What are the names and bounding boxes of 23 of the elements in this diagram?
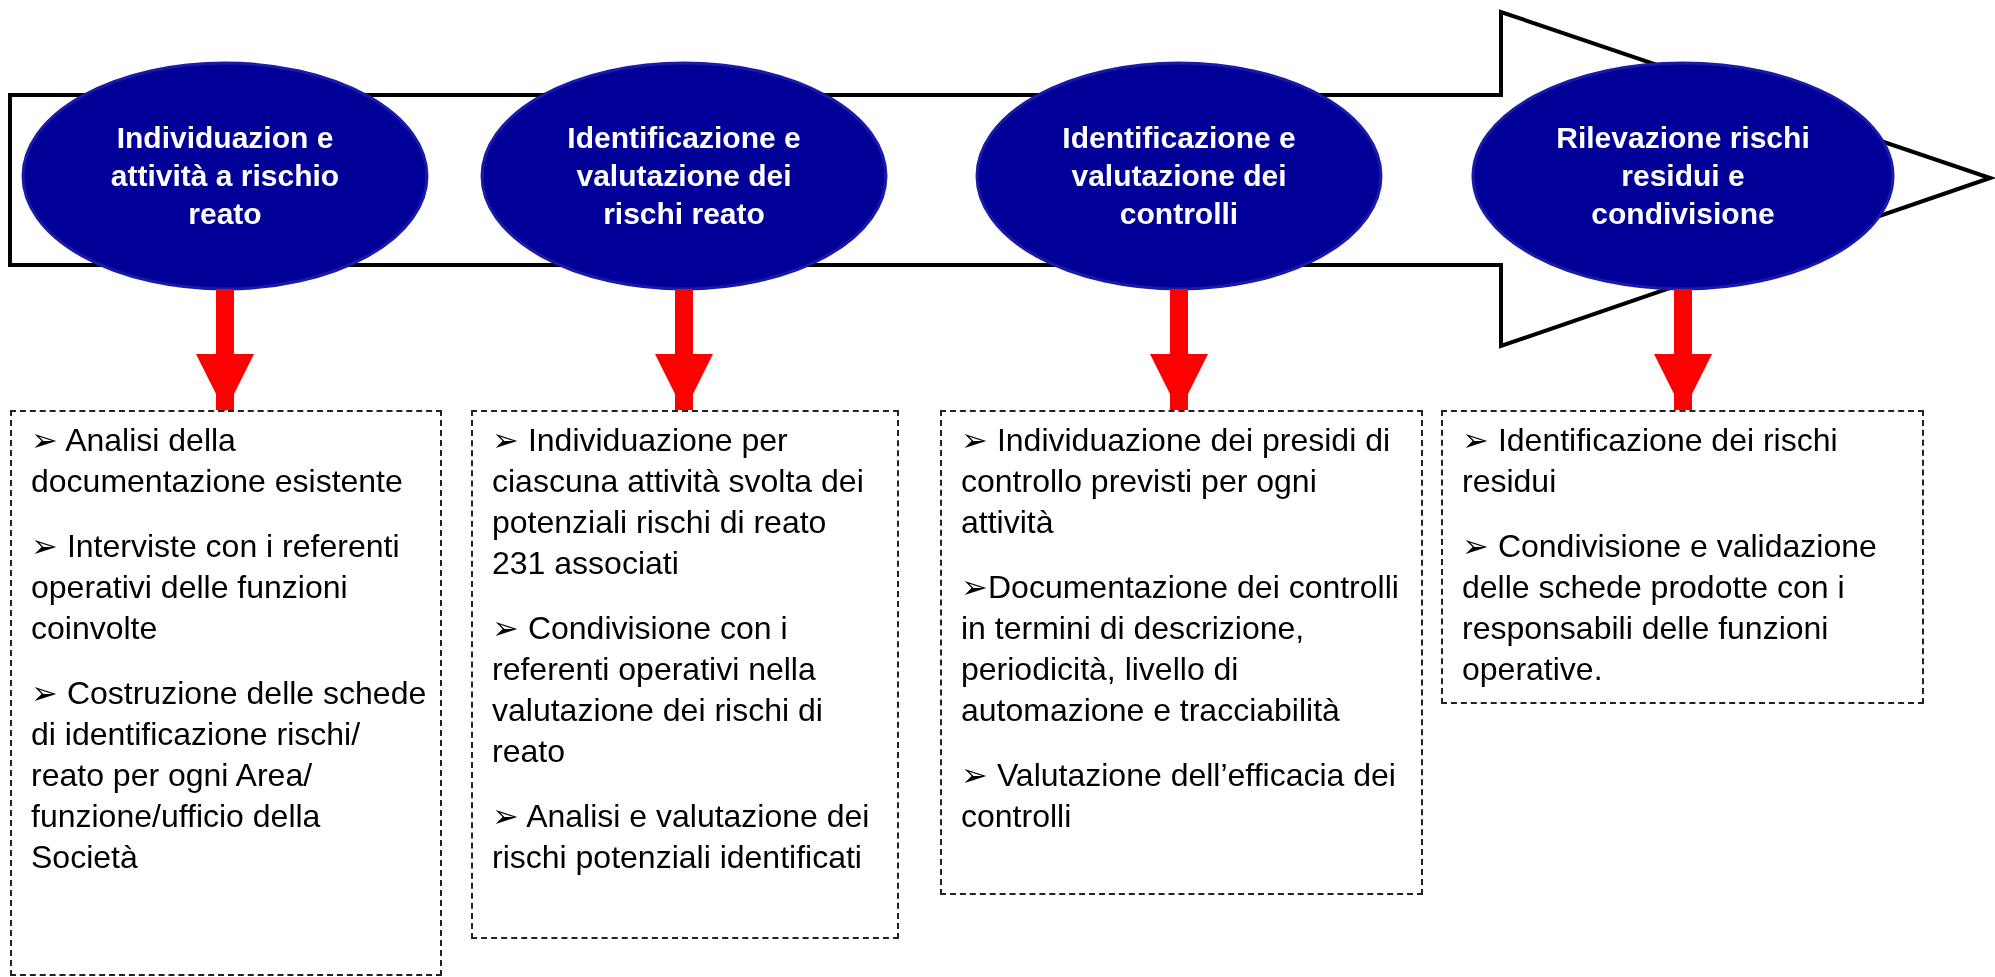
down-arrow	[1150, 289, 1208, 412]
activity-list-box	[10, 410, 442, 976]
down-arrow	[196, 289, 254, 412]
bullet-item: ➢ Condivisione e validazione delle schede prodotte con i responsabili delle funzioni operative.	[1462, 527, 1878, 689]
down-arrow	[1654, 289, 1712, 412]
bullet-item: ➢ Analisi della documentazione esistente	[31, 421, 404, 501]
bullet-item: ➢ Analisi e valutazione dei rischi potenziali identificati	[492, 797, 871, 877]
step-title: Identificazione e valutazione dei controlli	[1061, 120, 1297, 232]
bullet-item: ➢ Interviste con i referenti operativi delle funzioni coinvolte	[31, 527, 401, 648]
activity-list-box	[1441, 410, 1924, 704]
bullet-item: ➢ Individuazione per ciascuna attività svolta dei potenziali rischi di reato 231 associati	[492, 421, 865, 583]
activity-list-box	[940, 410, 1423, 895]
step-title: Identificazione e valutazione dei rischi reato	[566, 120, 802, 232]
bullet-item: ➢Documentazione dei controlli in termini di descrizione, periodicità, livello di automazione e tracciabilità	[961, 568, 1400, 730]
step-title: Individuazion e attività a rischio reato	[109, 120, 341, 232]
bullet-item: ➢ Identificazione dei rischi residui	[1462, 421, 1839, 501]
activity-list-box	[471, 410, 899, 939]
down-arrow	[655, 289, 713, 412]
bullet-item: ➢ Valutazione dell’efficacia dei controlli	[961, 756, 1397, 836]
bullet-item: ➢ Individuazione dei presidi di controllo previsti per ogni attività	[961, 421, 1392, 542]
bullet-item: ➢ Condivisione con i referenti operativi nella valutazione dei rischi di reato	[492, 609, 824, 771]
bullet-item: ➢ Costruzione delle schede di identificazione rischi/ reato per ogni Area/ funzione/ufficio della Società	[31, 674, 428, 877]
step-title: Rilevazione rischi residui e condivisione	[1555, 120, 1811, 232]
